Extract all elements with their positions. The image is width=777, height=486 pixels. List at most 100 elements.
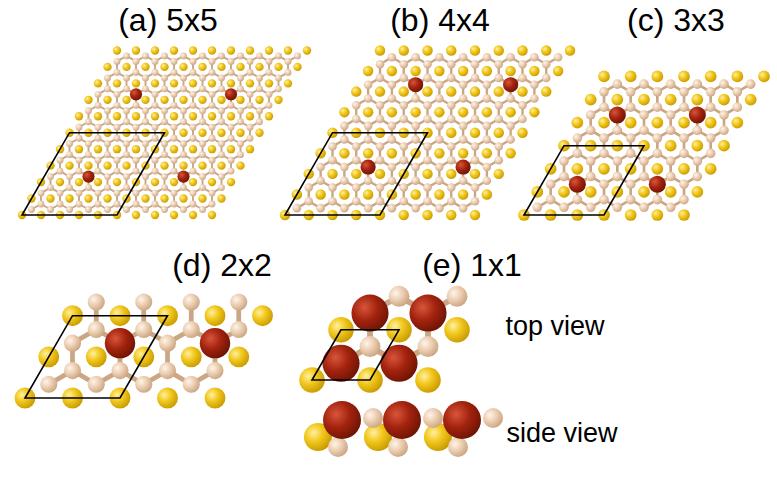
atom [180,140,187,147]
atom [411,204,420,213]
atom [651,163,663,175]
atom [161,206,168,213]
atom [651,117,663,129]
atom [639,172,649,182]
atom [227,79,235,87]
atom [506,53,515,62]
atom [586,126,596,136]
atom [82,171,94,183]
atom [422,169,432,179]
side-view-lattice [304,401,503,457]
atom [160,63,168,71]
atom [142,173,149,180]
atom [95,91,102,98]
atom [199,184,206,191]
supercell-outline [22,133,165,215]
atom [399,86,409,96]
atom [388,437,408,457]
lattice-panel [299,286,470,393]
atom [363,189,373,199]
atom [679,133,689,143]
atom [133,168,140,175]
atom [46,194,54,202]
atom [94,79,102,87]
atom [180,118,187,125]
atom [104,140,111,147]
atom [76,190,83,197]
atom [459,80,468,89]
atom [446,210,456,220]
atom [653,87,663,97]
atom [237,151,244,158]
atom [76,168,83,175]
atom [304,183,313,192]
atom [198,63,206,71]
atom [189,178,197,186]
atom [171,201,178,208]
atom [376,197,385,206]
atom [483,53,492,62]
atom [494,45,504,55]
atom [399,156,408,165]
atom [541,45,551,55]
atom [434,189,444,199]
atom [376,60,385,69]
atom [599,102,609,112]
atom [132,46,140,54]
atom [494,156,503,165]
atom [151,112,159,120]
panel-label: (c) 3x3 [627,4,725,36]
atom [651,209,663,221]
atom [209,69,216,76]
atom [482,189,492,199]
atom [399,183,408,192]
atom [218,184,225,191]
atom [105,328,135,358]
atom [361,159,376,174]
atom [57,168,64,175]
atom [315,189,325,199]
atom [180,53,187,60]
supercell-outline [312,330,399,380]
atom [494,128,504,138]
atom [691,140,703,152]
atom [423,101,432,110]
atom [218,107,225,114]
atom [471,197,480,206]
atom [363,408,383,428]
atom [375,86,385,96]
atom [719,126,729,136]
atom [719,110,729,120]
atom [328,197,337,206]
atom [284,79,292,87]
atom [626,195,636,205]
atom [505,107,515,117]
atom [316,204,325,213]
atom [161,107,168,114]
atom [103,63,111,71]
atom [84,161,92,169]
lattice-panel [15,293,273,408]
atom [76,201,83,208]
atom [217,129,225,137]
atom [360,336,381,357]
atom [389,286,410,307]
atom [190,58,197,65]
atom [423,408,443,428]
atom [274,63,282,71]
atom [189,211,197,219]
atom [142,85,149,92]
atom [626,133,636,143]
atom [190,91,197,98]
atom [64,362,81,379]
atom [399,60,408,69]
atom [678,163,690,175]
atom [114,157,121,164]
atom [94,178,102,186]
atom [530,94,539,103]
atom [159,335,176,352]
atom [230,293,247,310]
atom [447,101,456,110]
atom [482,148,492,158]
atom [745,94,757,106]
